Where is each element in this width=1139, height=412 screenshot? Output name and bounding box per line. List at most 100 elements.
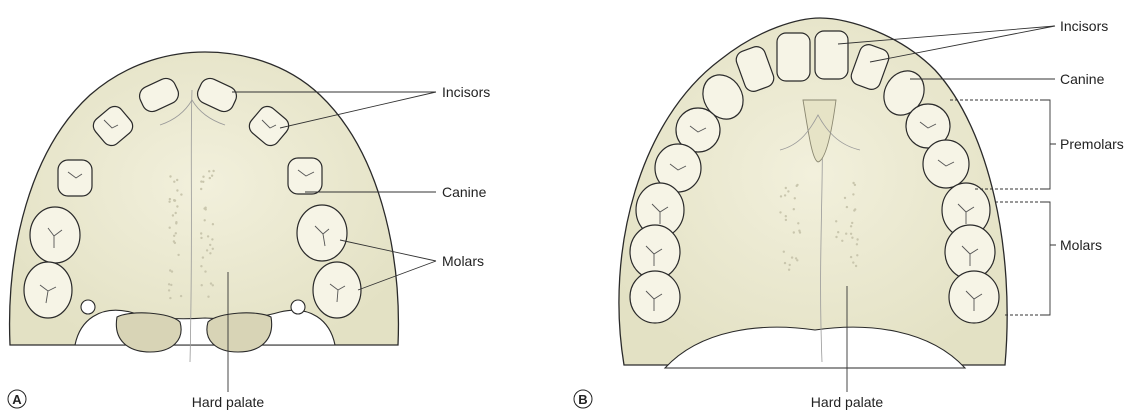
palatal-pit: [207, 296, 209, 298]
panel-a-label-molars: Molars: [442, 253, 484, 269]
panel-b-label-premolars: Premolars: [1060, 136, 1124, 152]
palatal-pit: [169, 198, 171, 200]
panel-b-letter: B: [578, 392, 587, 407]
palatal-pit: [200, 265, 202, 267]
palatal-pit: [207, 235, 209, 237]
palatal-pit: [798, 230, 800, 232]
palatal-pit: [204, 270, 206, 272]
palatal-pit: [200, 237, 202, 239]
palatal-pit: [202, 256, 204, 258]
palatal-pit: [202, 181, 204, 183]
palatal-pit: [785, 215, 787, 217]
panel-a-choana-right: [207, 313, 272, 352]
palatal-pit: [784, 262, 786, 264]
panel-a-hamulus-right: [291, 300, 305, 314]
panel-a-label-canine: Canine: [442, 184, 487, 200]
palatal-pit: [177, 254, 179, 256]
palatal-pit: [851, 237, 853, 239]
palatal-pit: [856, 243, 858, 245]
palatal-pit: [791, 256, 793, 258]
palatal-pit: [784, 194, 786, 196]
palatal-pit: [173, 200, 175, 202]
panel-a-letter: A: [12, 392, 22, 407]
palatal-pit: [176, 179, 178, 181]
palatal-pit: [169, 227, 171, 229]
palatal-pit: [211, 175, 213, 177]
panel-b-molar-6: [949, 271, 999, 323]
palatal-pit: [852, 193, 854, 195]
panel-b-label-hard-palate: Hard palate: [811, 394, 884, 410]
panel-b-incisor-1: [777, 33, 810, 81]
panel-a-label-hard-palate: Hard palate: [192, 394, 265, 410]
palatal-pit: [212, 248, 214, 250]
palatal-pit: [783, 251, 785, 253]
panel-b-incisor-2: [815, 31, 848, 79]
panel-b-molar-3: [630, 271, 680, 323]
palatal-pit: [204, 207, 206, 209]
palatal-pit: [172, 214, 174, 216]
panel-b-label-incisors: Incisors: [1060, 18, 1108, 34]
palatal-pit: [176, 189, 178, 191]
palatal-pit: [788, 269, 790, 271]
panel-a-canine-left: [58, 160, 92, 196]
panel-a-molar-4: [313, 262, 361, 318]
palatal-pit: [855, 265, 857, 267]
palatal-pit: [208, 170, 210, 172]
palatal-pit: [209, 177, 211, 179]
palatal-pit: [854, 208, 856, 210]
palatal-pit: [835, 220, 837, 222]
palatal-pit: [200, 232, 202, 234]
palatal-pit: [851, 222, 853, 224]
palatal-pit: [852, 261, 854, 263]
palatal-pit: [212, 223, 214, 225]
palatal-pit: [168, 289, 170, 291]
palatal-pit: [212, 284, 214, 286]
palatal-pit: [785, 187, 787, 189]
palatal-pit: [856, 254, 858, 256]
palatal-pit: [168, 201, 170, 203]
panel-b-premolar-4: [923, 140, 969, 188]
palatal-pit: [850, 256, 852, 258]
palatal-pit: [852, 182, 854, 184]
panel-b-label-canine: Canine: [1060, 71, 1105, 87]
palatal-pit: [175, 212, 177, 214]
palatal-pit: [835, 236, 837, 238]
palatal-pit: [209, 244, 211, 246]
panel-b-label-molars: Molars: [1060, 237, 1102, 253]
palatal-pit: [210, 282, 212, 284]
palatal-pit: [785, 219, 787, 221]
palatal-pit: [202, 176, 204, 178]
palatal-pit: [206, 249, 208, 251]
palatal-pit: [204, 219, 206, 221]
palatal-pit: [844, 197, 846, 199]
palatal-pit: [850, 233, 852, 235]
palatal-pit: [201, 284, 203, 286]
palatal-pit: [796, 184, 798, 186]
palatal-pit: [175, 221, 177, 223]
panel-a-canine-right: [288, 158, 322, 194]
palatal-pit: [169, 297, 171, 299]
palatal-pit: [794, 197, 796, 199]
palatal-pit: [850, 225, 852, 227]
palatal-pit: [175, 232, 177, 234]
palatal-pit: [787, 190, 789, 192]
palatal-pit: [169, 175, 171, 177]
panel-a-molar-2: [24, 262, 72, 318]
palatal-pit: [180, 295, 182, 297]
palatal-pit: [170, 284, 172, 286]
palatal-pit: [200, 188, 202, 190]
palatal-pit: [793, 208, 795, 210]
palatal-pit: [789, 264, 791, 266]
palatal-pit: [209, 252, 211, 254]
panel-a-choana-left: [116, 313, 181, 352]
palatal-pit: [211, 238, 213, 240]
palatal-pit: [856, 238, 858, 240]
palatal-pit: [797, 222, 799, 224]
palatal-pit: [176, 205, 178, 207]
palatal-pit: [173, 235, 175, 237]
palatal-pit: [846, 206, 848, 208]
panel-a-hamulus-left: [81, 300, 95, 314]
palatal-pit: [837, 231, 839, 233]
palatal-pit: [169, 269, 171, 271]
